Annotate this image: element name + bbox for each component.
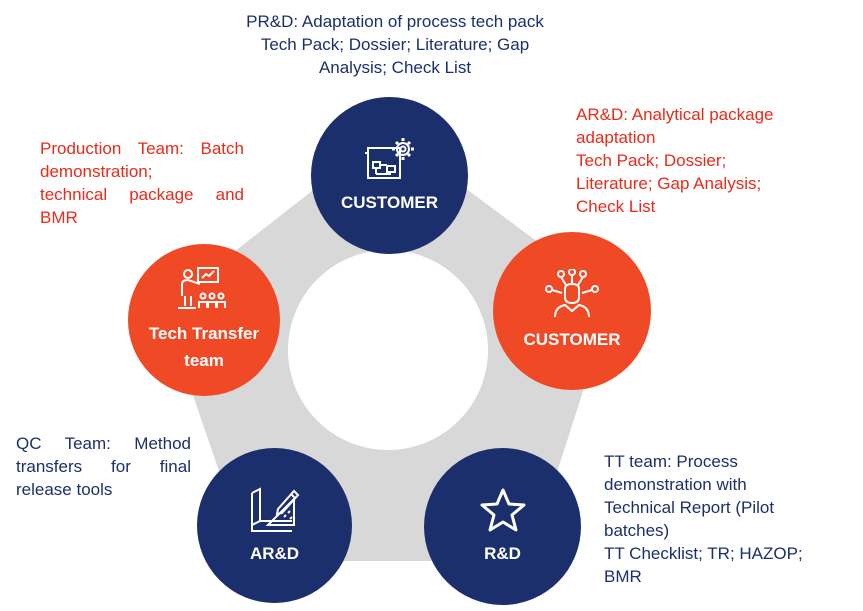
drafting-tools-icon	[250, 486, 299, 532]
annotation-line: PR&D: Adaptation of process tech pack	[246, 12, 544, 31]
annotation-line: TT Checklist; TR; HAZOP;	[604, 544, 803, 563]
annotation-line: Tech Pack; Dossier; Literature; Gap	[260, 35, 530, 54]
annotation-line: BMR	[604, 567, 642, 586]
ard-node: AR&D	[197, 448, 352, 603]
prd-annotation: PR&D: Adaptation of process tech pack Te…	[220, 10, 570, 79]
person-network-icon	[545, 269, 599, 318]
annotation-line: Production Team: Batch	[40, 139, 244, 158]
annotation-line: demonstration;	[40, 162, 153, 181]
annotation-line: Technical Report (Pilot	[604, 498, 775, 517]
ard-annotation: AR&D: Analytical package adaptation Tech…	[576, 103, 826, 218]
annotation-line: Check List	[576, 197, 656, 216]
annotation-line: release tools	[16, 480, 113, 499]
customer-node-right: CUSTOMER	[493, 232, 651, 390]
annotation-line: Tech Pack; Dossier;	[576, 151, 727, 170]
node-label-line1: Tech Transfer	[148, 324, 260, 343]
star-icon	[480, 488, 525, 531]
node-label: R&D	[484, 543, 521, 563]
rd-node: R&D	[424, 448, 581, 605]
tech-transfer-team-node: Tech Transfer team	[128, 244, 280, 396]
annotation-line: Analysis; Check List	[318, 58, 472, 77]
presentation-training-icon	[178, 267, 226, 309]
annotation-line: QC Team: Method	[16, 434, 191, 453]
annotation-line: TT team: Process	[604, 452, 738, 471]
annotation-line: demonstration with	[604, 475, 747, 494]
annotation-line: transfers for final	[16, 457, 191, 476]
annotation-line: technical package and	[40, 185, 244, 204]
blueprint-gear-icon	[364, 137, 414, 179]
node-label: CUSTOMER	[341, 192, 438, 212]
annotation-line: adaptation	[576, 128, 656, 147]
node-label: AR&D	[249, 543, 300, 563]
annotation-line: AR&D: Analytical package	[576, 105, 774, 124]
node-label: CUSTOMER	[523, 330, 621, 349]
qc-team-annotation: QC Team: Method transfers for final rele…	[16, 432, 191, 501]
tt-team-annotation: TT team: Process demonstration with Tech…	[604, 450, 834, 588]
customer-node-top: CUSTOMER	[311, 97, 468, 254]
node-label-line2: team	[184, 351, 224, 370]
annotation-line: batches)	[604, 521, 670, 540]
annotation-line: Literature; Gap Analysis;	[576, 174, 762, 193]
production-team-annotation: Production Team: Batch demonstration; te…	[40, 137, 244, 229]
annotation-line: BMR	[40, 208, 78, 227]
